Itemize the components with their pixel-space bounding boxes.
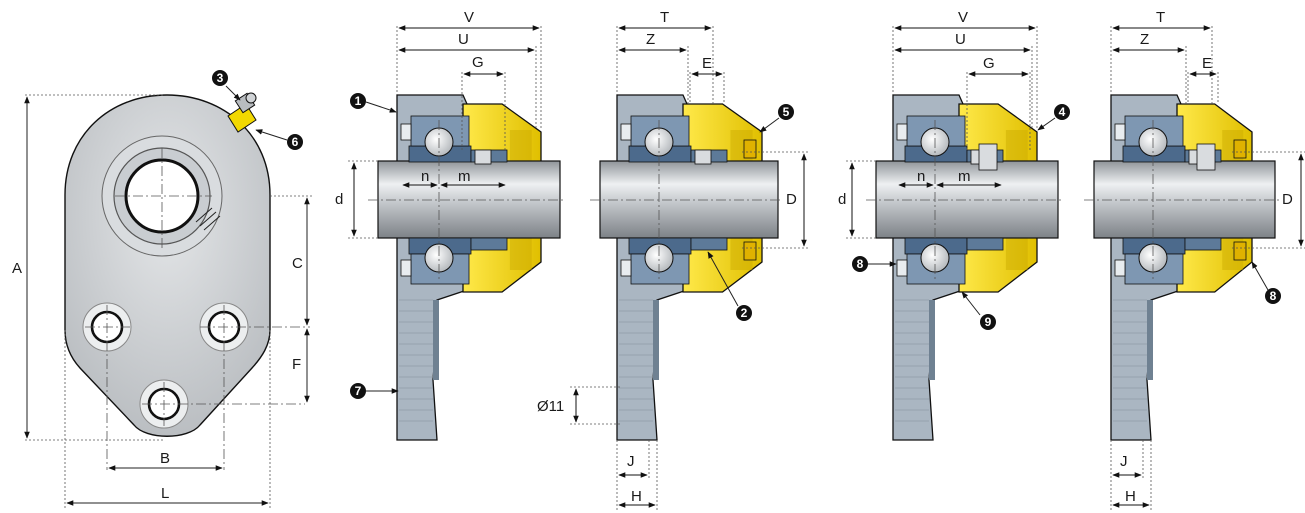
callout-9: 9 <box>961 291 996 330</box>
s2-dim-label-D: D <box>786 191 797 208</box>
svg-text:8: 8 <box>857 257 864 271</box>
end-seal-bottom <box>743 241 757 261</box>
s2-dim-label-E: E <box>702 55 712 72</box>
svg-text:3: 3 <box>217 71 224 85</box>
seal-top <box>620 123 632 141</box>
callout-4: 4 <box>1037 104 1070 131</box>
s2-dim-label-J: J <box>627 453 635 470</box>
set-screw <box>474 149 492 165</box>
seal-bottom <box>620 259 632 277</box>
s2-dim-label-H: H <box>631 488 642 505</box>
callout-8-left: 8 <box>852 256 897 272</box>
svg-text:9: 9 <box>985 315 992 329</box>
s3-dim-label-m: m <box>958 168 971 185</box>
s3-dim-label-d: d <box>838 191 846 208</box>
callout-marker-icon <box>350 93 366 109</box>
callout-5: 5 <box>759 104 794 133</box>
svg-text:5: 5 <box>783 105 790 119</box>
section-view-3 <box>846 25 1063 441</box>
eccentric-collar <box>978 143 998 171</box>
section-view-2 <box>590 25 810 510</box>
seal-bottom <box>400 259 412 277</box>
dim-label-A: A <box>12 260 22 277</box>
callout-8-right: 8 <box>1251 261 1281 304</box>
svg-text:8: 8 <box>1270 289 1277 303</box>
front-view: A C F B L <box>12 92 312 508</box>
s3-dim-label-G: G <box>983 55 995 72</box>
callout-marker-icon <box>350 383 366 399</box>
callout-6: 6 <box>255 129 303 150</box>
section-view-1 <box>348 25 565 441</box>
collar-bottom <box>470 237 508 251</box>
s3-dim-label-U: U <box>955 31 966 48</box>
callout-marker-icon <box>980 314 996 330</box>
flange-rib <box>653 300 659 380</box>
s3-dim-label-n: n <box>917 168 925 185</box>
s4-dim-label-J: J <box>1120 453 1128 470</box>
shaft <box>377 160 561 239</box>
s4-dim-label-T: T <box>1156 9 1165 26</box>
svg-text:6: 6 <box>292 135 299 149</box>
s4-dim-label-H: H <box>1125 488 1136 505</box>
dim-label-B: B <box>160 450 170 467</box>
section-view-4 <box>1084 25 1305 510</box>
shaft <box>1093 160 1276 239</box>
s3-dim-label-V: V <box>958 9 968 26</box>
svg-text:7: 7 <box>355 384 362 398</box>
svg-text:4: 4 <box>1059 105 1066 119</box>
callout-marker-icon <box>852 256 868 272</box>
s1-dim-label-n: n <box>421 168 429 185</box>
s4-dim-label-D: D <box>1282 191 1293 208</box>
s2-dim-label-Z: Z <box>646 31 655 48</box>
callout-2: 2 <box>707 251 752 321</box>
s4-dim-label-E: E <box>1202 55 1212 72</box>
dim-label-C: C <box>292 255 303 272</box>
callout-marker-icon <box>287 134 303 150</box>
dim-label-L: L <box>161 485 169 502</box>
seal-bottom <box>1114 259 1126 277</box>
callout-7: 7 <box>350 383 399 399</box>
seal-top <box>400 123 412 141</box>
flange-rib <box>433 300 439 380</box>
end-seal-top <box>743 139 757 159</box>
s1-dim-label-G: G <box>472 54 484 71</box>
s1-dim-label-V: V <box>464 9 474 26</box>
end-seal-top <box>1233 139 1247 159</box>
seal-bottom <box>896 259 908 277</box>
s2-dim-label-dia: Ø11 <box>537 398 564 415</box>
end-seal-bottom <box>1233 241 1247 261</box>
s2-dim-label-T: T <box>660 9 669 26</box>
collar-bottom <box>1184 237 1222 251</box>
callout-marker-icon <box>1265 288 1281 304</box>
s1-dim-label-m: m <box>458 168 471 185</box>
shaft <box>599 160 779 239</box>
callout-3: 3 <box>212 70 241 101</box>
shaft <box>875 160 1059 239</box>
s4-dim-label-Z: Z <box>1140 31 1149 48</box>
set-screw <box>694 149 712 165</box>
callout-marker-icon <box>736 305 752 321</box>
eccentric-collar <box>1196 143 1216 171</box>
callout-marker-icon <box>212 70 228 86</box>
collar-bottom <box>966 237 1004 251</box>
seal-top <box>896 123 908 141</box>
flange-rib <box>1147 300 1153 380</box>
callout-marker-icon <box>1054 104 1070 120</box>
svg-text:2: 2 <box>741 306 748 320</box>
s1-dim-label-U: U <box>458 31 469 48</box>
s1-dim-label-d: d <box>335 191 343 208</box>
callout-1: 1 <box>350 93 397 113</box>
bore-hole <box>124 158 200 234</box>
flange-rib <box>929 300 935 380</box>
seal-top <box>1114 123 1126 141</box>
svg-text:1: 1 <box>355 94 362 108</box>
collar-bottom <box>690 237 728 251</box>
section-views <box>348 25 1305 510</box>
dim-label-F: F <box>292 356 301 373</box>
callout-marker-icon <box>778 104 794 120</box>
